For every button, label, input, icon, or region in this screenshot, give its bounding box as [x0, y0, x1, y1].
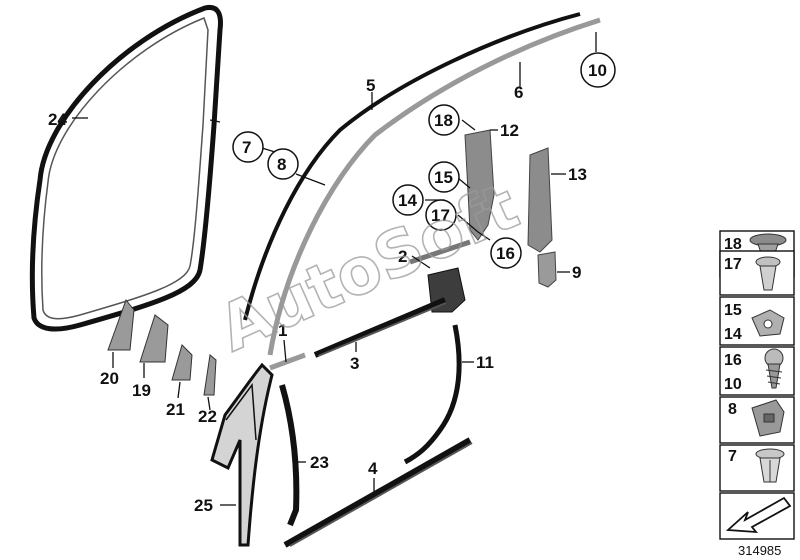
callout-16: 16 — [496, 244, 515, 263]
callout-17: 17 — [431, 206, 450, 225]
callout-10: 10 — [588, 61, 607, 80]
callout-25: 25 — [194, 496, 213, 515]
callout-9: 9 — [572, 263, 581, 282]
callout-7: 7 — [242, 138, 251, 157]
corner-cover-20 — [107, 298, 135, 351]
callout-14: 14 — [398, 191, 417, 210]
sill-seal-4 — [283, 437, 473, 548]
cover-piece-9 — [537, 251, 557, 288]
corner-cover-21 — [171, 344, 193, 381]
callout-24: 24 — [48, 110, 67, 129]
legend-row-17: 17 — [719, 250, 795, 296]
callout-18: 18 — [434, 111, 453, 130]
legend-row-8: 8 — [719, 396, 795, 444]
watermark: AutoSoft — [208, 170, 529, 367]
door-seal-24 — [29, 4, 223, 332]
arrow-icon — [725, 496, 792, 534]
direction-arrow-box — [719, 492, 795, 540]
legend-row-7: 7 — [719, 444, 795, 492]
callout-21: 21 — [166, 400, 185, 419]
lower-seal-23 — [279, 384, 300, 527]
strip-1 — [269, 352, 306, 371]
legend-row-16-10: 16 10 — [719, 346, 795, 396]
callout-1: 1 — [278, 321, 287, 340]
clip-nut-icon — [755, 256, 781, 291]
callout-20: 20 — [100, 369, 119, 388]
inner-seal-11 — [403, 324, 462, 465]
callout-6: 6 — [514, 83, 523, 102]
expansion-clip-icon — [755, 448, 785, 483]
legend-label-17: 17 — [724, 256, 742, 273]
callout-13: 13 — [568, 165, 587, 184]
screw-icon — [764, 348, 784, 389]
legend-row-15-14: 15 14 — [719, 296, 795, 346]
legend-label-14: 14 — [724, 326, 742, 343]
legend-label-10: 10 — [724, 376, 742, 393]
callout-15: 15 — [434, 168, 453, 187]
fastener-legend: 18 17 15 14 16 — [719, 230, 795, 558]
gasket-clip-icon — [751, 309, 785, 337]
callout-8: 8 — [277, 155, 286, 174]
belt-trim-3 — [313, 297, 447, 358]
doc-number: 314985 — [738, 543, 781, 558]
callout-2: 2 — [398, 247, 407, 266]
legend-label-15: 15 — [724, 302, 742, 319]
callout-3: 3 — [350, 354, 359, 373]
callout-labels: 24 5 6 10 7 8 18 12 15 13 14 17 16 2 9 1… — [48, 61, 607, 515]
callout-23: 23 — [310, 453, 329, 472]
roof-seal-6 — [267, 17, 601, 356]
pillar-cover-13 — [527, 147, 553, 253]
corner-cover-19 — [139, 314, 169, 363]
legend-label-7: 7 — [728, 448, 737, 465]
callout-19: 19 — [132, 381, 151, 400]
callout-4: 4 — [368, 459, 378, 478]
callout-circles — [232, 52, 616, 269]
corner-cover-22 — [203, 354, 217, 396]
callout-22: 22 — [198, 407, 217, 426]
roof-trim-5 — [243, 12, 581, 321]
leader-lines — [72, 32, 597, 506]
pillar-trim-25 — [210, 362, 274, 547]
clip-bracket-icon — [751, 399, 785, 437]
callout-12: 12 — [500, 121, 519, 140]
legend-label-16: 16 — [724, 352, 742, 369]
callout-11: 11 — [476, 353, 494, 372]
legend-label-8: 8 — [728, 401, 737, 418]
legend-label-18: 18 — [724, 236, 742, 253]
callout-5: 5 — [366, 76, 375, 95]
